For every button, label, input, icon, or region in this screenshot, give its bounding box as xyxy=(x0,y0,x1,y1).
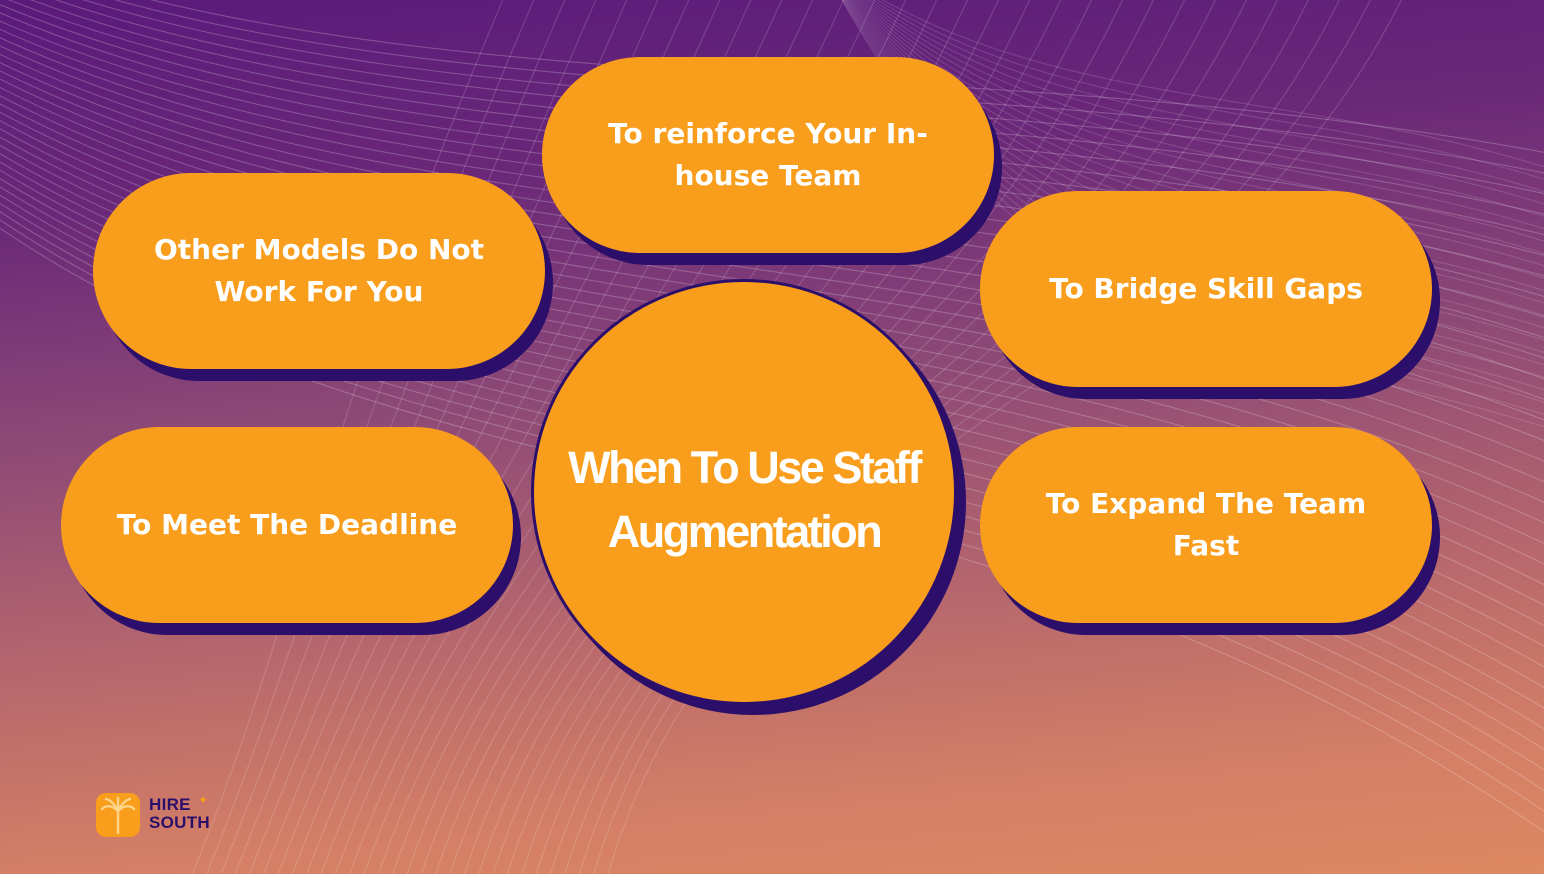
wave-line xyxy=(857,0,1544,255)
node-label-meet-deadline: To Meet The Deadline xyxy=(116,508,458,541)
node-pill: Other Models Do Not Work For You xyxy=(93,173,545,369)
wave-line xyxy=(868,0,1544,205)
node-reinforce-team: To reinforce Your In-house Team xyxy=(542,57,1002,265)
hire-south-logo: HIRE ✦ SOUTH xyxy=(96,793,236,837)
logo-word-hire: HIRE xyxy=(149,795,191,814)
node-bridge-skill-gaps: To Bridge Skill Gaps xyxy=(980,191,1440,399)
wave-line xyxy=(872,0,1544,193)
node-pill: To Bridge Skill Gaps xyxy=(980,191,1432,387)
wave-line xyxy=(862,0,1544,230)
center-node: When To Use Staff Augmentation xyxy=(531,279,966,715)
center-circle: When To Use Staff Augmentation xyxy=(531,279,957,705)
palm-tree-icon xyxy=(96,793,140,837)
node-meet-deadline: To Meet The Deadline xyxy=(61,427,521,635)
node-expand-team: To Expand The Team Fast xyxy=(980,427,1440,635)
logo-word-south: SOUTH xyxy=(149,813,210,832)
wave-line xyxy=(876,0,1544,180)
wave-line xyxy=(860,0,1544,242)
node-pill: To reinforce Your In-house Team xyxy=(542,57,994,253)
node-label-expand-team: To Expand The Team Fast xyxy=(1045,487,1367,562)
node-pill: To Expand The Team Fast xyxy=(980,427,1432,623)
node-other-models: Other Models Do Not Work For You xyxy=(93,173,553,381)
wave-line xyxy=(855,0,1544,267)
node-label-other-models: Other Models Do Not Work For You xyxy=(153,233,485,308)
wave-line xyxy=(607,0,1402,874)
wave-line xyxy=(882,0,1544,168)
wave-line xyxy=(593,0,1371,874)
wave-line xyxy=(865,0,1544,217)
node-label-bridge-skill-gaps: To Bridge Skill Gaps xyxy=(1049,272,1363,305)
sparkle-icon: ✦ xyxy=(198,793,209,807)
node-pill: To Meet The Deadline xyxy=(61,427,513,623)
node-label-reinforce-team: To reinforce Your In-house Team xyxy=(608,117,928,192)
center-title: When To Use Staff Augmentation xyxy=(568,442,922,557)
